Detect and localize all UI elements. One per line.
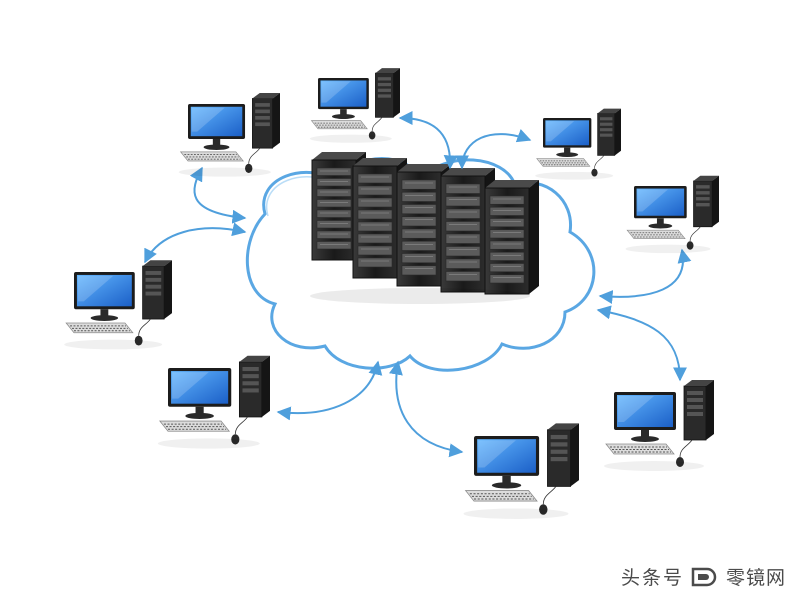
watermark: 头条号 零镜网 xyxy=(621,563,786,590)
connection-arrows xyxy=(144,111,692,458)
watermark-left-text: 头条号 xyxy=(620,567,684,589)
watermark-right-text: 零镜网 xyxy=(725,567,786,589)
client-pc-lower-left xyxy=(157,355,270,449)
arrow-to-top-right-pc xyxy=(455,129,532,170)
server-rack xyxy=(484,180,539,295)
arrow-to-top-center-pc xyxy=(398,111,458,170)
server-rack xyxy=(352,158,407,279)
watermark-logo-icon xyxy=(691,567,717,586)
client-pc-top-right xyxy=(535,108,621,180)
client-computers xyxy=(64,68,719,519)
client-pc-left xyxy=(64,260,172,350)
arrow-to-right-pc xyxy=(598,248,692,304)
client-pc-lower-right xyxy=(604,380,714,471)
server-rack-cluster xyxy=(310,152,539,304)
client-pc-right xyxy=(625,175,719,254)
client-pc-bottom xyxy=(463,423,579,519)
arrow-to-lower-left-pc xyxy=(276,360,383,421)
client-pc-top-center xyxy=(309,68,400,143)
arrow-to-left-pc xyxy=(144,222,247,264)
arrow-to-bottom-pc xyxy=(389,360,464,458)
arrow-to-top-left-pc xyxy=(189,166,247,224)
arrow-to-lower-right-pc xyxy=(596,305,687,382)
client-pc-top-left xyxy=(178,92,280,177)
